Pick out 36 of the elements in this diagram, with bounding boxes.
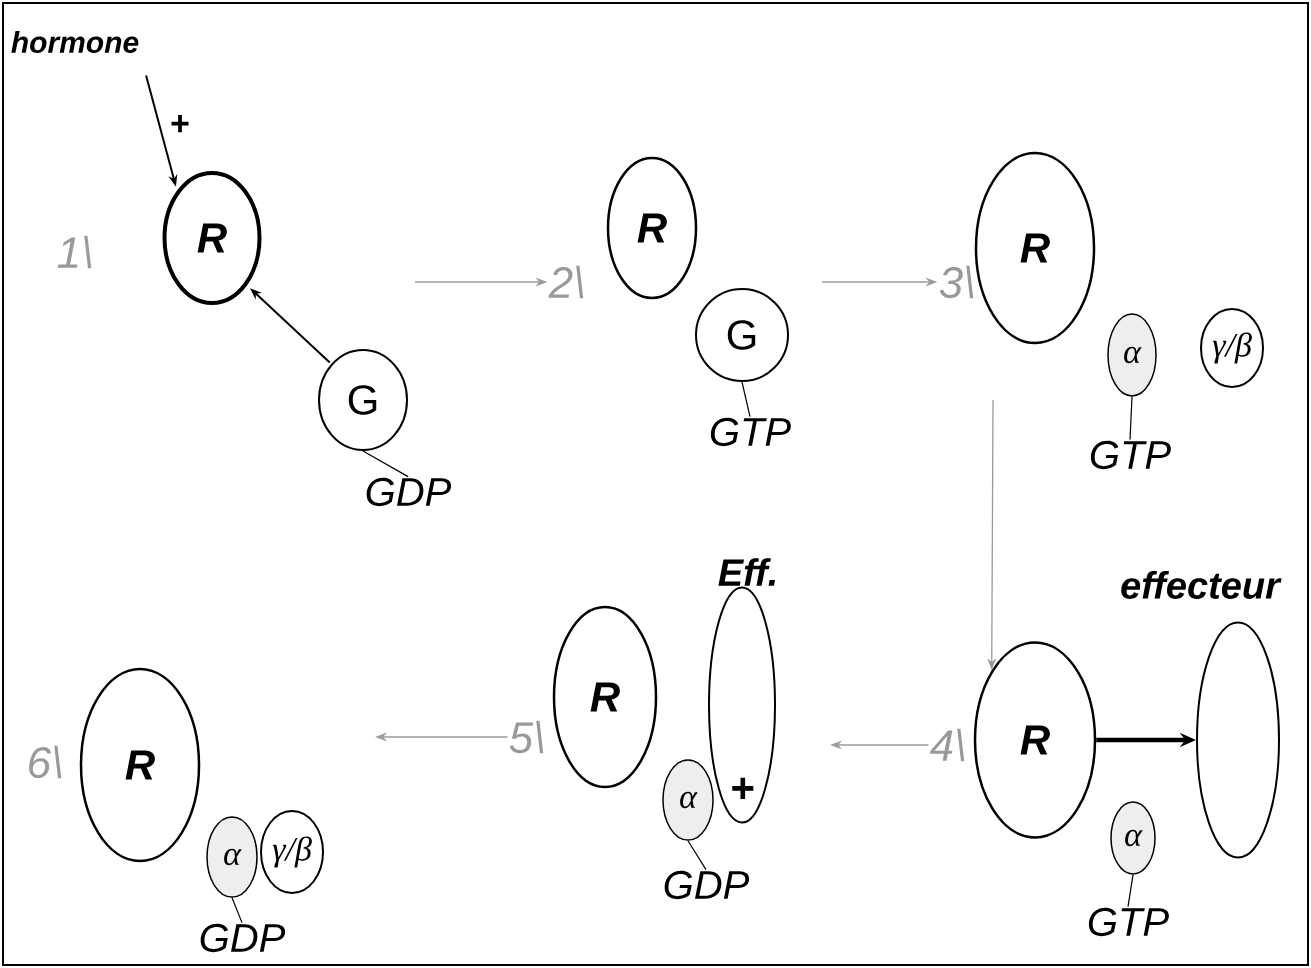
step-number: 5\ (509, 720, 544, 754)
leader-line (1127, 874, 1134, 908)
receptor-oval: R (552, 605, 658, 789)
nucleotide-label: GTP (1090, 440, 1171, 470)
node-label: effecteur (1121, 571, 1282, 599)
nucleotide-label: GDP (200, 923, 286, 953)
leader-line (687, 840, 707, 871)
step-number: 1\ (57, 235, 92, 269)
protein-oval: α (662, 759, 714, 841)
leader-line (362, 450, 409, 478)
step-number: 3\ (939, 265, 974, 299)
step-number: 2\ (548, 265, 584, 299)
receptor-oval: R (162, 171, 262, 305)
protein-oval: γ/β (260, 810, 324, 894)
step-number: 4\ (929, 728, 965, 762)
step-number: 6\ (29, 745, 62, 779)
nucleotide-label: GDP (664, 870, 750, 900)
plus-sign: + (171, 115, 189, 133)
protein-oval: G (318, 349, 408, 451)
nucleotide-label: GTP (1088, 907, 1169, 937)
leader-line (741, 381, 751, 418)
receptor-oval: R (79, 667, 201, 863)
node-label: Eff. (718, 558, 776, 586)
nucleotide-label: GDP (366, 477, 452, 507)
leader-line (231, 897, 243, 924)
nucleotide-label: GTP (710, 417, 791, 447)
receptor-oval: R (973, 641, 1097, 839)
hormone-label: hormone (11, 31, 139, 53)
protein-oval: α (1107, 313, 1157, 397)
receptor-oval: R (974, 151, 1096, 345)
receptor-oval: R (606, 156, 698, 300)
protein-oval: G (695, 288, 789, 382)
leader-line (1129, 396, 1133, 441)
protein-oval: α (1110, 801, 1156, 875)
protein-oval: γ/β (1200, 308, 1264, 388)
protein-oval: α (206, 816, 258, 898)
